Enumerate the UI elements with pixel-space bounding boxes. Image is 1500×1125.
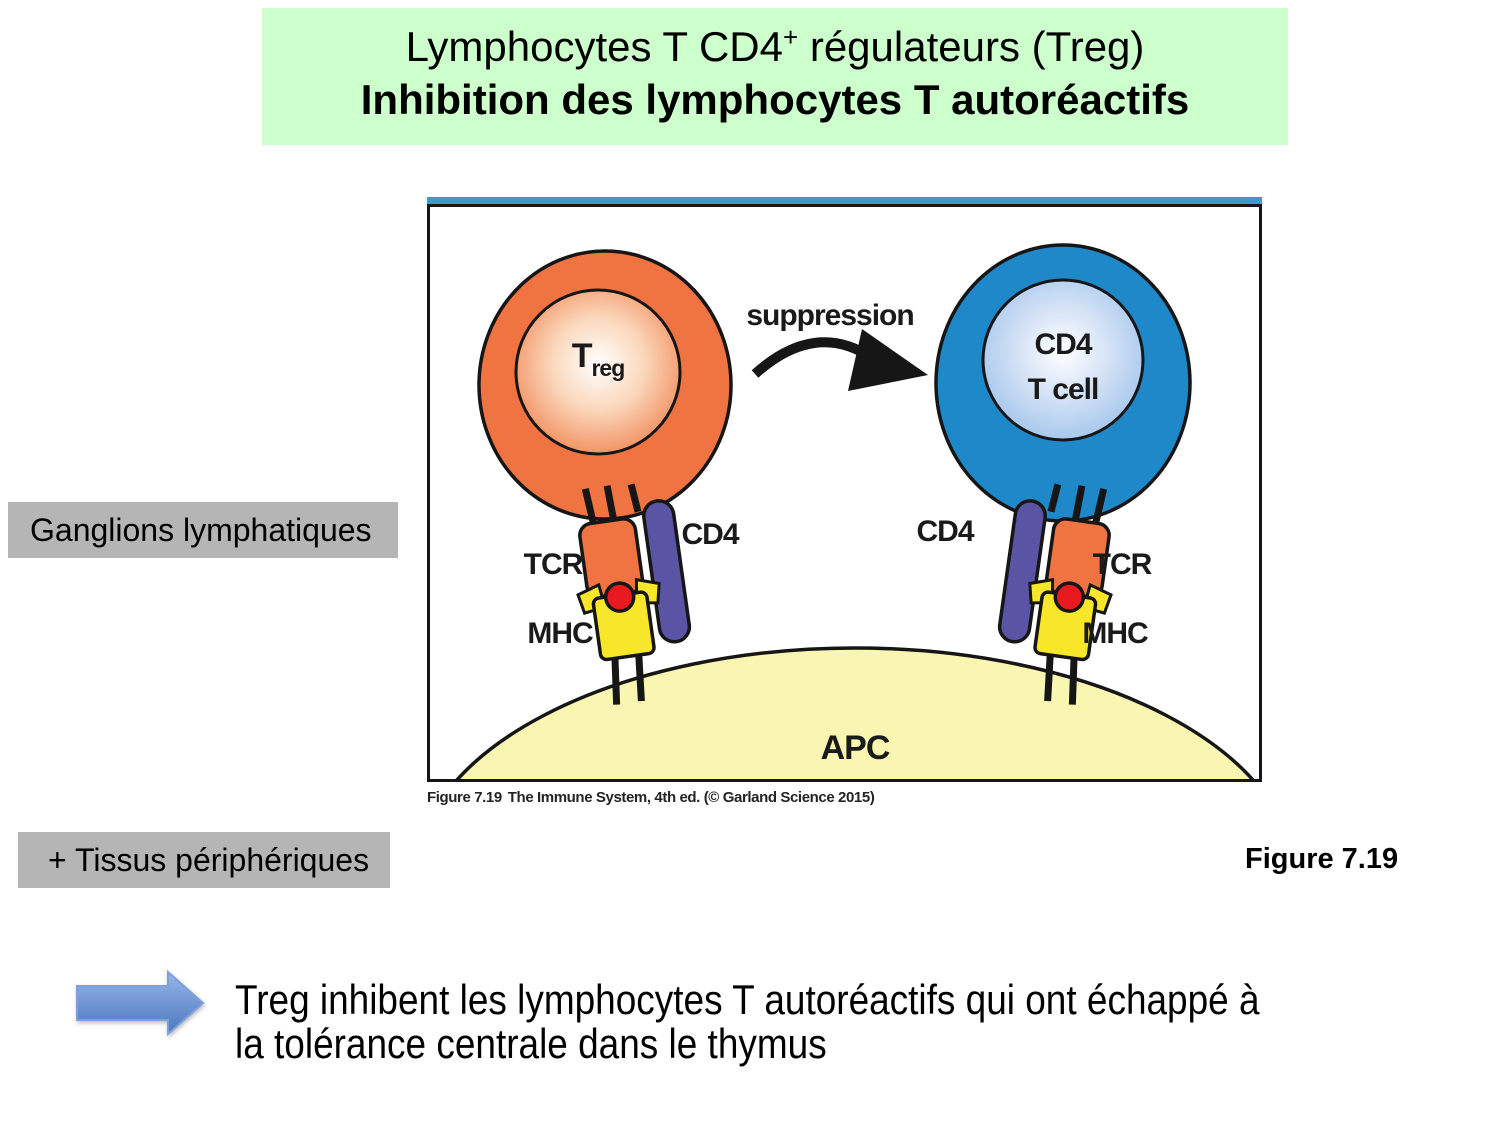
right-cd4-label: CD4 — [916, 515, 974, 548]
right-mhc-label: MHC — [1082, 617, 1148, 650]
figure-panel: Treg CD4 T cell suppression TCR CD4 MHC … — [427, 197, 1262, 782]
title-line1: Lymphocytes T CD4+ régulateurs (Treg) — [262, 20, 1288, 74]
label-ganglions-lymphatiques: Ganglions lymphatiques — [8, 502, 398, 558]
note-arrow-icon — [76, 970, 205, 1036]
label-ganglions-text: Ganglions lymphatiques — [30, 511, 372, 548]
treg-cell — [477, 249, 733, 521]
treg-label-main: T — [572, 337, 593, 375]
apc-label: APC — [821, 729, 890, 767]
suppression-arrow-icon — [751, 329, 928, 391]
note-line1: Treg inhibent les lymphocytes T autoréac… — [235, 976, 1260, 1023]
right-tcr-label: TCR — [1093, 548, 1153, 581]
suppression-label: suppression — [746, 299, 913, 332]
immunology-diagram: Treg CD4 T cell suppression TCR CD4 MHC … — [455, 243, 1255, 779]
title-line2: Inhibition des lymphocytes T autoréactif… — [360, 75, 1190, 123]
treg-label-sub: reg — [591, 355, 624, 381]
treg-cell-label: Treg — [572, 337, 625, 381]
figure-caption-source: The Immune System, 4th ed. (© Garland Sc… — [507, 789, 875, 806]
figure-reference: Figure 7.19 — [1245, 843, 1399, 875]
left-mhc-label: MHC — [527, 617, 593, 650]
note-text: Treg inhibent les lymphocytes T autoréac… — [235, 978, 1260, 1065]
title-box: Lymphocytes T CD4+ régulateurs (Treg) In… — [262, 8, 1288, 145]
apc-cell — [455, 646, 1255, 779]
title-line1-suffix: régulateurs (Treg) — [798, 23, 1145, 70]
label-tissus-text: + Tissus périphériques — [48, 841, 370, 878]
figure-panel-body: Treg CD4 T cell suppression TCR CD4 MHC … — [427, 204, 1262, 782]
cd4-cell-label-line1: CD4 — [1034, 328, 1092, 361]
left-tcr-label: TCR — [524, 548, 584, 581]
figure-caption-number: Figure 7.19 — [427, 789, 502, 806]
figure-caption: Figure 7.19 The Immune System, 4th ed. (©… — [427, 789, 875, 806]
cd4-t-cell — [934, 243, 1192, 523]
title-superscript-plus: + — [782, 22, 799, 52]
figure-panel-top-strip — [427, 197, 1262, 204]
note-line2: la tolérance centrale dans le thymus — [235, 1019, 827, 1067]
title-line1-prefix: Lymphocytes T CD4 — [405, 23, 783, 70]
cd4-cell-label-line2: T cell — [1028, 373, 1099, 406]
left-cd4-label: CD4 — [681, 518, 739, 551]
label-tissus-peripheriques: + Tissus périphériques — [18, 832, 390, 888]
